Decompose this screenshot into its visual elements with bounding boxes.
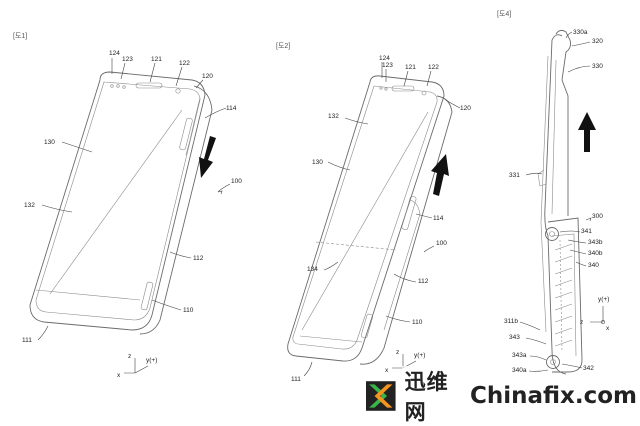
fig2-ref-label: 111 — [291, 376, 301, 383]
fig2-ref-label: 121 — [405, 64, 416, 71]
fig4-ref-label: 340b — [588, 250, 603, 257]
fig4-ref-label: 311b — [504, 318, 518, 325]
fig1-axis-z: z — [128, 353, 131, 360]
fig2-axis-x: x — [385, 367, 389, 374]
fig4-ref-label: 341 — [581, 228, 592, 235]
figure-1-axis-indicator: z y(+) x — [117, 353, 157, 379]
figure-2-device-outline — [287, 75, 453, 365]
figure-4-leader-lines — [519, 31, 592, 372]
fig4-ref-label: 331 — [509, 172, 520, 179]
figure-4-direction-arrow — [578, 112, 596, 152]
fig1-ref-label: 111 — [22, 337, 32, 344]
fig2-ref-label: 110 — [412, 319, 423, 326]
fig2-ref-label: 132 — [328, 113, 339, 120]
fig1-ref-label: 120 — [202, 73, 213, 80]
figure-2-direction-arrow — [431, 154, 449, 196]
fig4-ref-label: 342 — [583, 365, 594, 372]
watermark-english-text: Chinafix.com — [466, 383, 640, 409]
figure-1-caption: [도1] — [13, 32, 27, 40]
figure-1-direction-arrow — [199, 136, 216, 178]
fig1-ref-label: 123 — [122, 56, 133, 63]
fig1-axis-x: x — [117, 372, 121, 379]
figure-4-cross-section — [537, 29, 583, 375]
fig4-ref-label: 320 — [592, 38, 603, 45]
watermark-chinese-text: 迅维网 — [401, 366, 459, 426]
fig2-ref-label: 130 — [312, 159, 323, 166]
fig1-ref-label: 110 — [183, 307, 194, 314]
fig4-axis-z: z — [580, 319, 583, 326]
fig2-ref-label: 120 — [460, 105, 471, 112]
logo-background — [366, 381, 396, 411]
figure-2-leader-lines — [303, 62, 461, 377]
fig4-axis-y: y(+) — [598, 296, 609, 303]
fig2-ref-label: 100 — [436, 240, 447, 247]
fig4-ref-label: 340a — [512, 367, 527, 374]
fig4-ref-label: 343a — [512, 352, 527, 359]
logo-chevron-orange — [374, 384, 393, 408]
fig1-ref-label: 114 — [226, 105, 237, 112]
fig2-axis-y: y(+) — [414, 352, 425, 359]
fig2-axis-z: z — [396, 349, 399, 356]
fig1-ref-label: 121 — [151, 56, 162, 63]
fig2-ref-label: 112 — [418, 278, 429, 285]
fig4-ref-label: 343 — [509, 334, 520, 341]
fig2-ref-label: 123 — [382, 62, 393, 69]
fig4-ref-label: 330 — [592, 63, 603, 70]
figure-4-axis-indicator: y(+) z x — [580, 296, 610, 332]
figure-1-leader-lines — [37, 58, 231, 341]
fig2-ref-label: 134 — [307, 266, 318, 273]
fig1-ref-label: 124 — [109, 50, 120, 57]
figure-1: [도1] 124 123 121 122 120 — [13, 32, 242, 379]
figure-4: [도4] 330a 320 330 331 — [497, 10, 610, 375]
watermark: 迅维网 Chinafix.com — [366, 366, 640, 426]
fig1-ref-label: 130 — [44, 139, 55, 146]
figure-2: [도2] 124 123 121 122 120 132 130 114 100… — [276, 42, 471, 383]
fig4-ref-label: 340 — [588, 262, 599, 269]
fig1-axis-y: y(+) — [146, 357, 157, 364]
logo-chevron-green — [369, 384, 388, 408]
fig2-ref-label: 114 — [433, 215, 444, 222]
fig4-axis-x: x — [606, 325, 610, 332]
fig1-ref-label: 132 — [24, 202, 35, 209]
fig1-ref-label: 122 — [179, 60, 190, 67]
fig4-ref-label: 343b — [588, 239, 603, 246]
fig1-ref-label: 112 — [193, 255, 204, 262]
fig4-ref-label: 330a — [573, 29, 588, 36]
fig2-ref-label: 122 — [428, 64, 439, 71]
figure-2-caption: [도2] — [276, 42, 290, 50]
fig4-ref-label: 300 — [592, 213, 603, 220]
chinafix-logo-icon — [366, 381, 396, 411]
fig2-ref-label: 124 — [379, 55, 390, 62]
figure-1-device-outline — [29, 71, 213, 335]
figure-4-caption: [도4] — [497, 10, 511, 18]
fig1-ref-label: 100 — [231, 178, 242, 185]
